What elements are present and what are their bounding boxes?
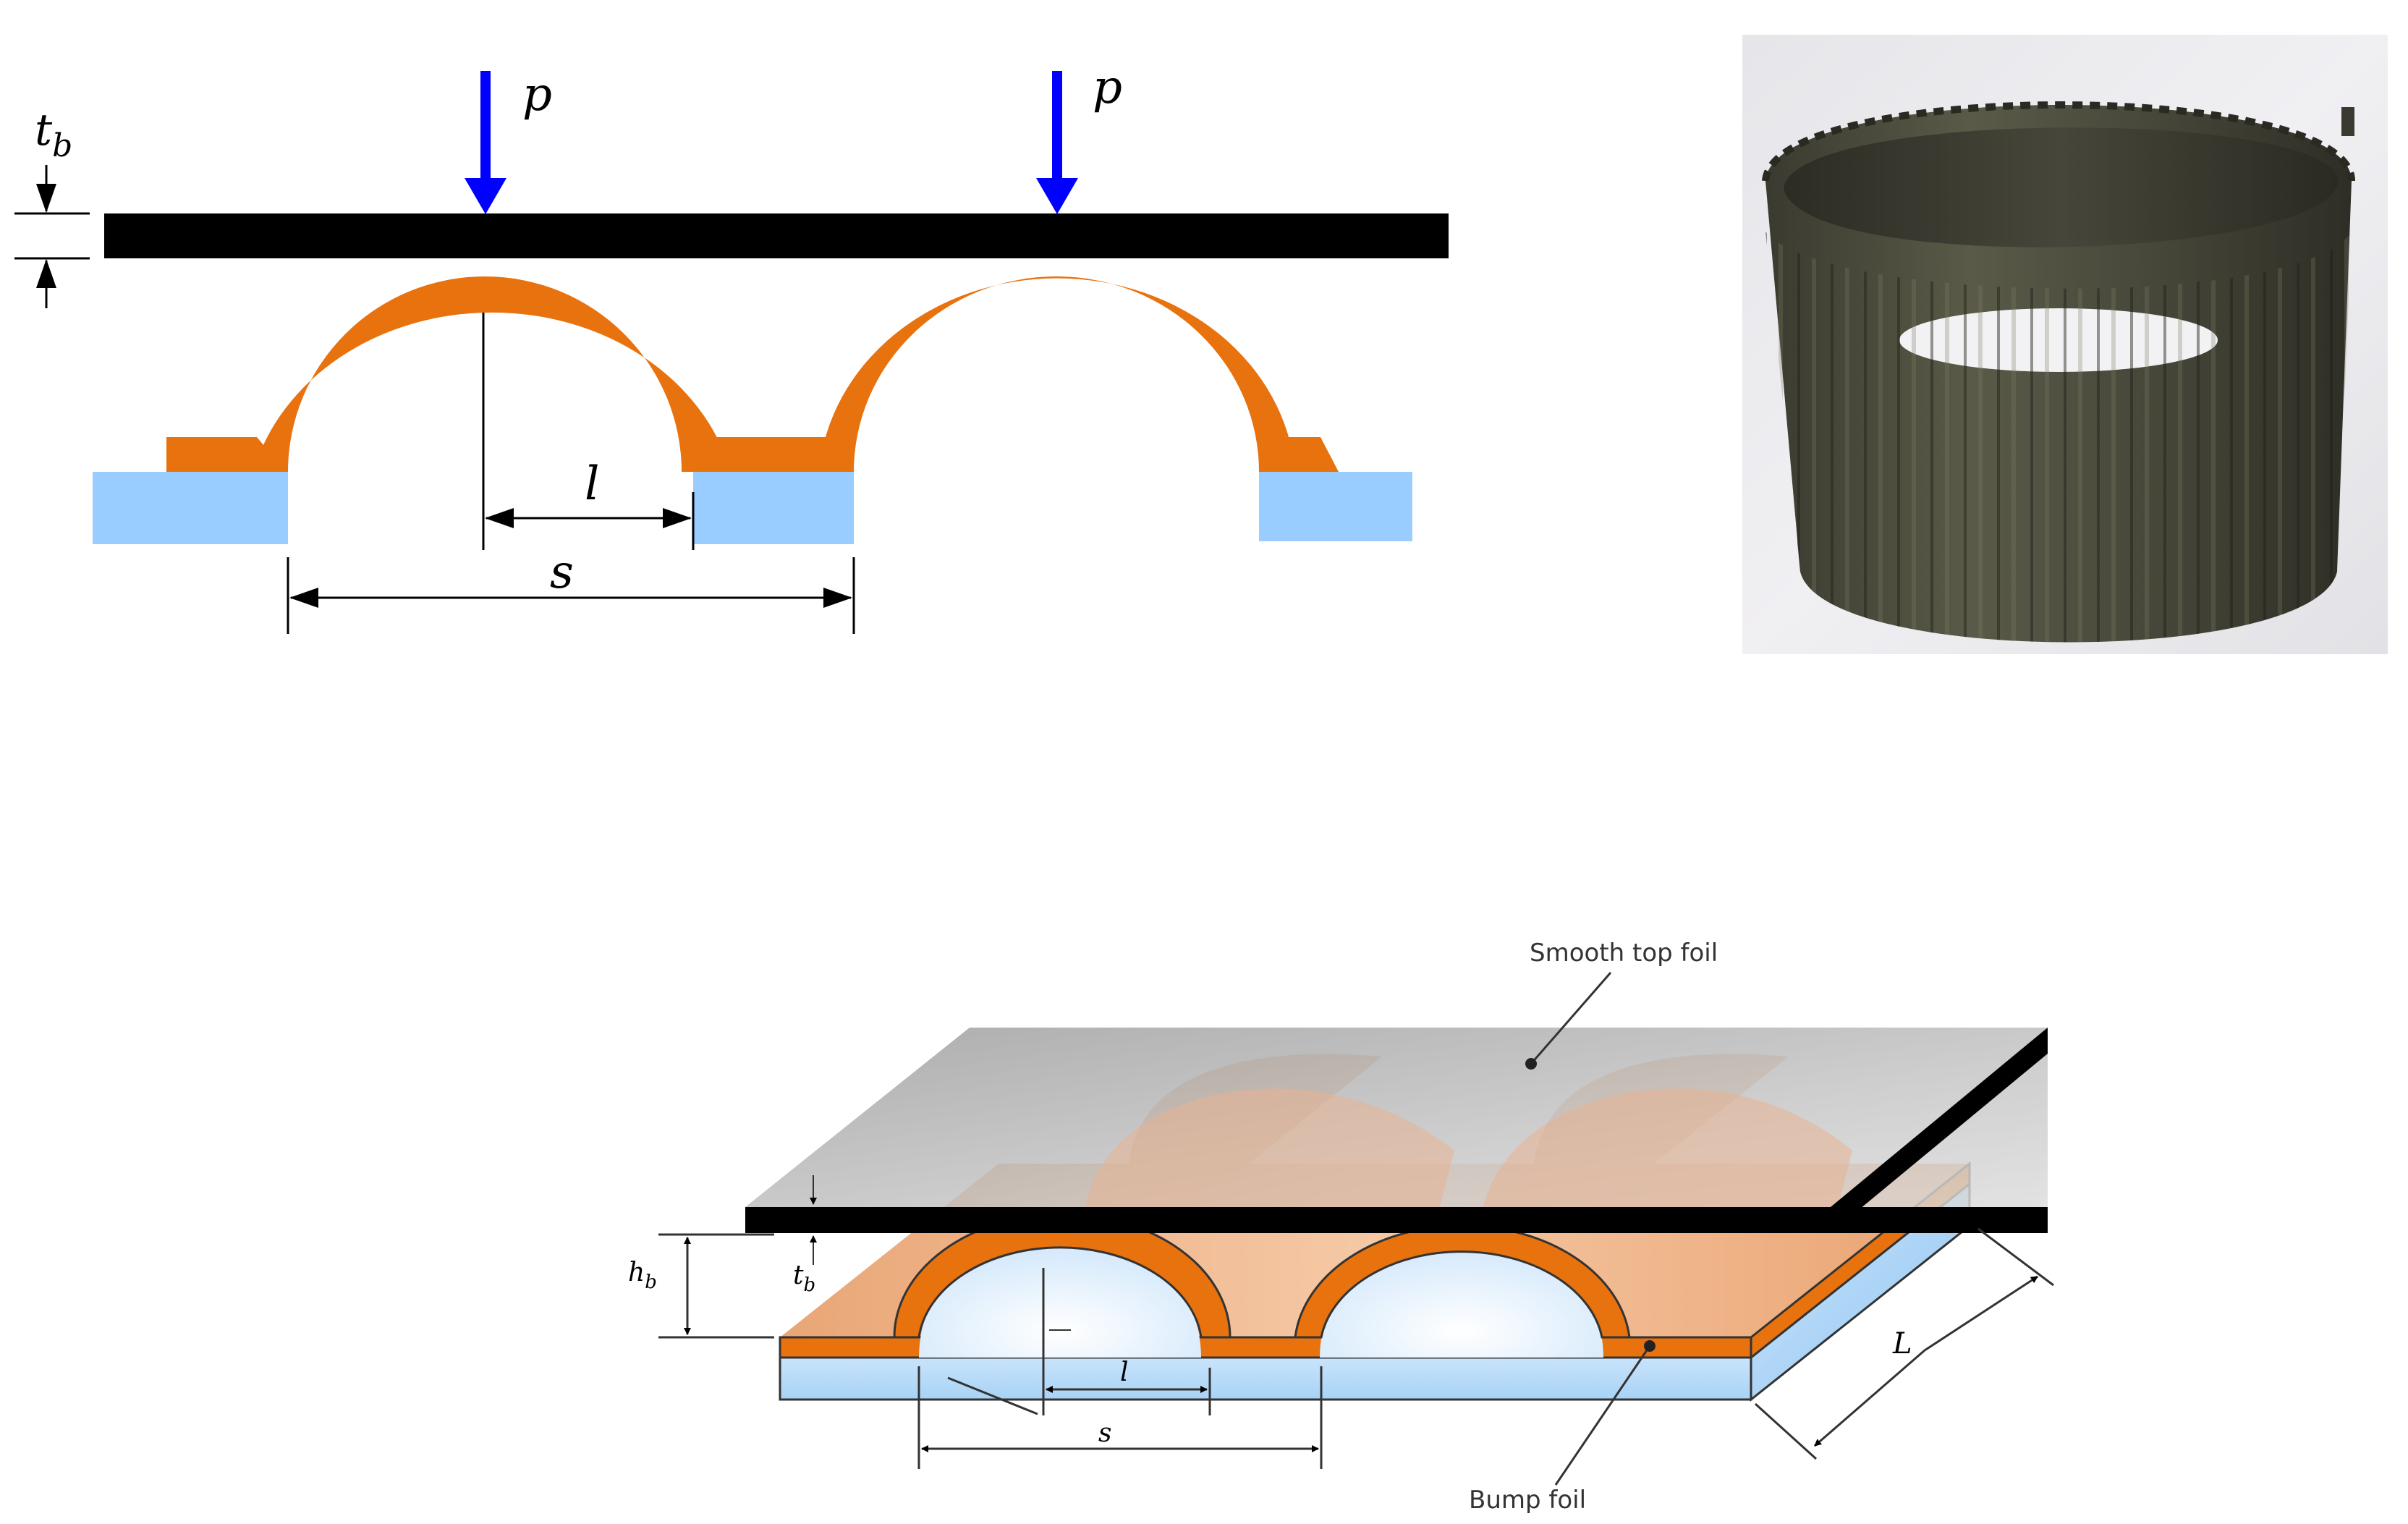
thickness-indicator-2d [14,165,90,308]
bump-arch-1 [893,1213,1231,1339]
dimension-length-3d [1754,1227,2054,1460]
dimension-l-label-3d: l [1120,1358,1129,1387]
cross-section-diagram: tb p p l s [14,61,1449,634]
dimension-l-label-2d: l [585,457,599,511]
bump-foil-label: Bump foil [1469,1486,1586,1515]
length-label-3d: L [1892,1327,1912,1360]
ring-front-flutes [1765,232,2352,643]
base-block-right [1259,472,1412,541]
bump-foil-photo [1742,35,2388,654]
dimension-l-2d [482,313,695,550]
load-label-2: p [1093,61,1122,114]
dimension-s-label-3d: s [1098,1418,1111,1448]
dimension-s-2d [287,557,855,634]
isometric-diagram: Smooth top foil Bump foil hb tb l [628,939,2054,1515]
dimension-s-3d [917,1366,1323,1469]
thickness-label-2d: tb [35,105,72,164]
height-dimension-3d [658,1233,774,1339]
dimension-l-3d [947,1268,1211,1415]
base-plate-front [779,1356,1752,1401]
top-foil-2d [104,213,1449,258]
load-arrow-1 [465,71,506,214]
bump-foil-2d [166,276,1339,472]
base-block-left [93,472,288,544]
top-foil-label: Smooth top foil [1530,939,1718,968]
base-block-middle [693,472,854,544]
thickness-label-3d: tb [793,1261,815,1296]
ring-inner-wall [1784,127,2339,247]
load-label-1: p [522,68,552,122]
load-arrow-2 [1036,71,1078,214]
dimension-s-label-2d: s [550,546,574,599]
bump-arch-2 [1294,1224,1631,1339]
height-label-3d: hb [628,1258,657,1293]
